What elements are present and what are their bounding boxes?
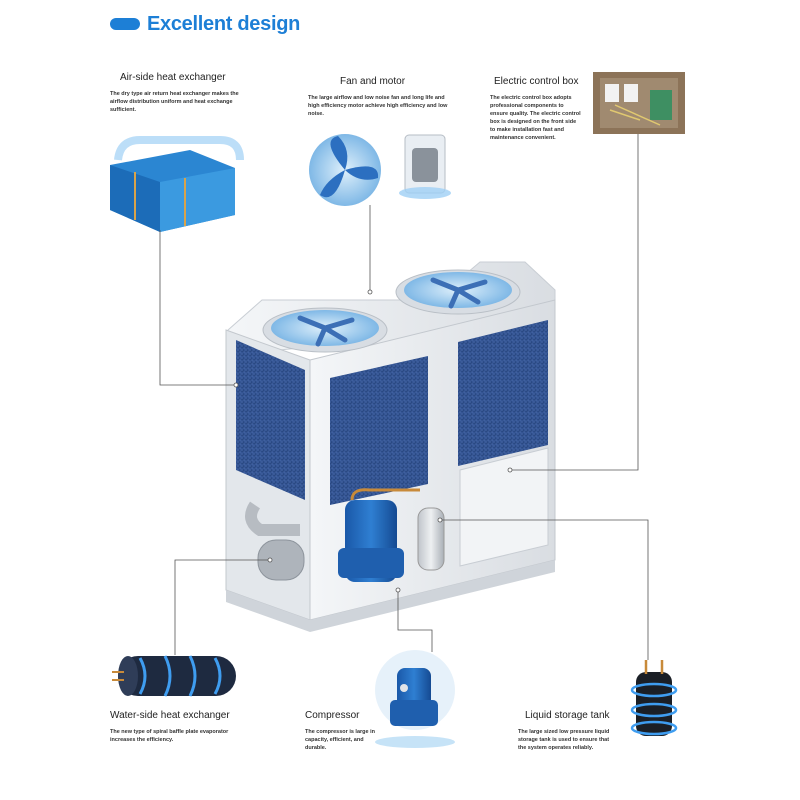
electric-control-box-image (593, 72, 685, 134)
air-side-heat-exchanger-desc: The dry type air return heat exchanger m… (110, 91, 239, 113)
water-side-heat-exchanger-image (112, 655, 236, 697)
air-side-heat-exchanger-image (110, 136, 244, 232)
leader-control-box (510, 134, 639, 471)
heading-pill (110, 18, 140, 30)
leader-compressor (397, 590, 433, 652)
liquid-storage-tank-label: Liquid storage tank (525, 710, 610, 721)
fan-motor-label: Fan and motor (340, 76, 406, 87)
leader-air-side (159, 230, 236, 386)
chiller-unit (225, 261, 556, 632)
fan-motor-image (309, 134, 451, 206)
electric-control-box-label: Electric control box (494, 76, 579, 87)
liquid-storage-tank-image (630, 660, 678, 736)
leader-water-side (174, 559, 270, 655)
compressor-desc: The compressor is large in capacity, eff… (305, 729, 375, 751)
water-side-heat-exchanger-desc: The new type of spiral baffle plate evap… (110, 729, 229, 743)
liquid-storage-tank-desc: The large sized low pressure liquid stor… (518, 729, 610, 751)
water-side-heat-exchanger-label: Water-side heat exchanger (110, 710, 230, 721)
compressor-label: Compressor (305, 710, 360, 721)
fan-motor-desc: The large airflow and low noise fan and … (308, 95, 448, 117)
air-side-heat-exchanger-label: Air-side heat exchanger (120, 72, 226, 83)
page-title: Excellent design (147, 13, 301, 35)
leader-lines (159, 134, 649, 660)
electric-control-box-desc: The electric control box adopts professi… (490, 95, 581, 141)
compressor-image (375, 650, 455, 748)
leader-tank (440, 519, 649, 660)
